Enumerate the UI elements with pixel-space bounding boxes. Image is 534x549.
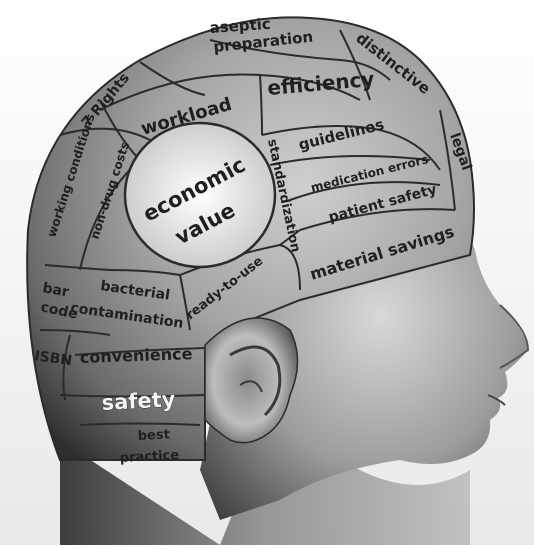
label-best: best xyxy=(137,427,170,444)
label-safety: safety xyxy=(101,387,176,415)
label-convenience: convenience xyxy=(79,344,192,367)
label-practice: practice xyxy=(119,448,179,466)
